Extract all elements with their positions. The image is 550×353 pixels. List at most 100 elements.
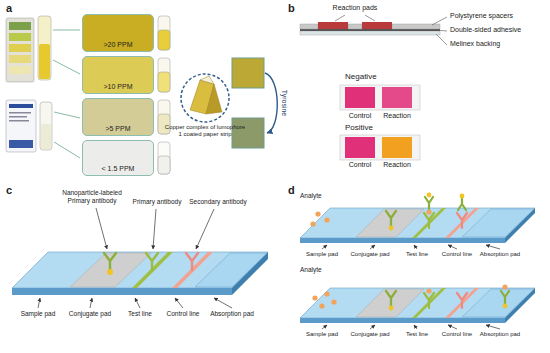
analyte-dot bbox=[319, 303, 324, 308]
leader-line bbox=[53, 30, 80, 158]
test-strip-photo bbox=[340, 135, 420, 160]
annotation-label: Sample pad bbox=[306, 331, 338, 338]
layered-strip bbox=[318, 22, 348, 29]
annotation-label: Sample pad bbox=[306, 251, 338, 258]
lateral-flow-strip bbox=[462, 209, 534, 237]
annotation-label: Melinex backing bbox=[450, 40, 500, 48]
color-card-photo bbox=[9, 44, 31, 52]
layered-strip bbox=[348, 24, 362, 29]
leader-line bbox=[436, 34, 447, 45]
color-card-photo bbox=[6, 18, 34, 82]
test-card-photo bbox=[6, 100, 36, 152]
paper-strip-sample bbox=[232, 118, 264, 148]
annotation-label: Reaction pads bbox=[333, 4, 378, 12]
annotation-label: Conjugate pad bbox=[350, 251, 389, 258]
annotation-label: Test line bbox=[406, 251, 428, 258]
nanoparticle bbox=[460, 194, 465, 199]
test-strip-photo bbox=[382, 137, 412, 158]
lateral-flow-strip bbox=[356, 209, 424, 237]
leader-arrow bbox=[414, 325, 417, 329]
color-card-photo bbox=[6, 18, 34, 82]
annotation-label: Negative bbox=[345, 72, 377, 82]
antibody-symbol bbox=[386, 291, 396, 306]
vial-photo bbox=[39, 44, 50, 79]
layered-strip bbox=[362, 22, 392, 29]
annotation-label: Nanoparticle-labeled Primary antibody bbox=[56, 189, 128, 205]
vial-photo bbox=[158, 30, 170, 50]
reaction-arrow bbox=[265, 73, 277, 133]
test-card-photo bbox=[9, 112, 31, 114]
panel-letter: b bbox=[288, 2, 295, 15]
antibody-symbol bbox=[424, 293, 434, 308]
paper-strip-sample bbox=[232, 58, 264, 88]
antibody-symbol bbox=[501, 291, 509, 304]
leader-line bbox=[54, 142, 80, 158]
analyte-dot bbox=[502, 284, 507, 289]
lateral-flow-strip bbox=[356, 289, 424, 317]
panel-letter: d bbox=[288, 184, 295, 197]
color-card-photo bbox=[9, 33, 31, 41]
leader-arrow bbox=[322, 325, 327, 329]
annotation-label: Copper complex of lumophore 1 coated pap… bbox=[163, 124, 247, 138]
paper-strip-sample bbox=[232, 58, 264, 148]
antibody-symbol bbox=[104, 253, 116, 270]
analyte-dot bbox=[310, 221, 315, 226]
analyte-dot bbox=[310, 209, 507, 308]
annotation-label: Control line bbox=[442, 251, 472, 258]
vial-photo bbox=[40, 102, 52, 150]
layered-strip bbox=[300, 24, 318, 29]
annotation-label: Secondary antibody bbox=[189, 198, 246, 206]
nanoparticle bbox=[427, 193, 432, 198]
leader-arrow bbox=[96, 208, 107, 249]
lateral-flow-strip bbox=[412, 208, 446, 238]
test-strip-photo bbox=[345, 87, 375, 108]
lateral-flow-strip bbox=[132, 252, 173, 288]
leader-arrow bbox=[486, 245, 500, 249]
nanoparticle bbox=[107, 269, 113, 275]
annotation-label: Primary antibody bbox=[133, 198, 182, 206]
annotation-label: Absorption pad bbox=[480, 331, 520, 338]
zoom-circle bbox=[200, 76, 214, 84]
analyte-dot bbox=[426, 288, 431, 293]
annotation-label: Polystyrene spacers bbox=[450, 12, 513, 20]
leader-arrow bbox=[322, 245, 327, 249]
leader-arrow bbox=[153, 209, 156, 249]
leader-arrow bbox=[370, 245, 375, 249]
vial-photo bbox=[158, 16, 170, 50]
annotation-label: Conjugate pad bbox=[350, 331, 389, 338]
analyte-dot bbox=[426, 209, 431, 214]
sample-swatch-box: < 1.5 PPM bbox=[82, 140, 154, 176]
test-card-photo bbox=[9, 140, 33, 148]
leader-arrow bbox=[38, 208, 232, 308]
test-strip-photo bbox=[382, 87, 412, 108]
annotation-label: Sample pad bbox=[21, 310, 56, 318]
leader-line bbox=[54, 112, 80, 118]
concentration-label: < 1.5 PPM bbox=[102, 165, 135, 172]
nanoparticle bbox=[389, 306, 394, 311]
vial-photo bbox=[41, 124, 51, 149]
vial-photo bbox=[158, 72, 170, 92]
antibody-symbol bbox=[104, 253, 198, 270]
leader-line bbox=[432, 17, 447, 25]
test-strip-photo bbox=[340, 85, 420, 160]
leader-arrow bbox=[322, 245, 500, 329]
annotation-label: Analyte bbox=[300, 266, 322, 274]
analyte-dot bbox=[331, 299, 336, 304]
leader-line bbox=[53, 60, 80, 74]
annotation-label: Absorption pad bbox=[480, 251, 520, 258]
annotation-label: Reaction bbox=[383, 112, 411, 120]
annotation-label: Reaction bbox=[383, 161, 411, 169]
annotation-label: Tyrosine bbox=[280, 90, 288, 116]
antibody-symbol bbox=[424, 213, 434, 228]
vial-photo bbox=[158, 58, 170, 92]
leader-arrow bbox=[448, 325, 457, 329]
lateral-flow-strip bbox=[462, 289, 534, 317]
leader-arrow bbox=[175, 298, 183, 308]
panel-letter: c bbox=[6, 184, 12, 197]
lateral-flow-strip bbox=[300, 238, 505, 243]
leader-arrow bbox=[486, 325, 500, 329]
concentration-label: >5 PPM bbox=[105, 125, 130, 132]
test-strip-photo bbox=[345, 137, 375, 158]
